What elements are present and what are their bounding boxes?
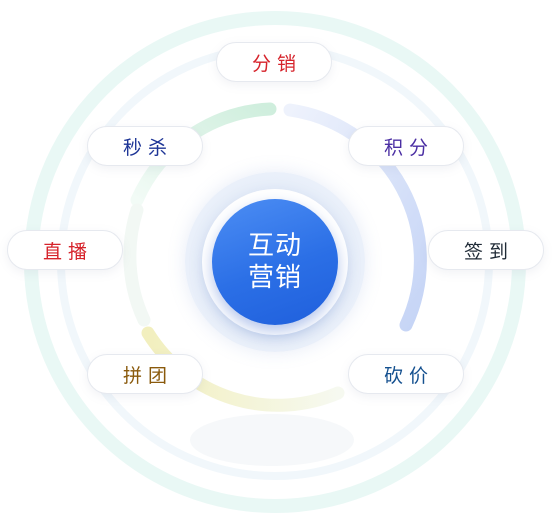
feature-label: 拼团 xyxy=(122,364,173,387)
bottom-reflection xyxy=(190,414,354,466)
feature-live[interactable]: 直播 xyxy=(7,230,123,270)
feature-label: 秒杀 xyxy=(122,136,173,159)
feature-group-buy[interactable]: 拼团 xyxy=(87,354,203,394)
feature-distribution[interactable]: 分销 xyxy=(216,42,332,82)
feature-label: 直播 xyxy=(42,240,93,263)
feature-points[interactable]: 积分 xyxy=(348,126,464,166)
feature-label: 积分 xyxy=(383,136,434,159)
feature-label: 分销 xyxy=(251,52,302,75)
feature-label: 砍价 xyxy=(383,364,434,387)
feature-flash-sale[interactable]: 秒杀 xyxy=(87,126,203,166)
arc-faint xyxy=(123,203,151,327)
arc-blue xyxy=(283,103,427,332)
center-label-line2: 营销 xyxy=(247,263,302,293)
center-label-line1: 互动 xyxy=(247,231,302,261)
feature-label: 签到 xyxy=(463,240,514,263)
feature-checkin[interactable]: 签到 xyxy=(428,230,544,270)
center-button[interactable]: 互动 营销 xyxy=(212,199,338,325)
feature-bargain[interactable]: 砍价 xyxy=(348,354,464,394)
